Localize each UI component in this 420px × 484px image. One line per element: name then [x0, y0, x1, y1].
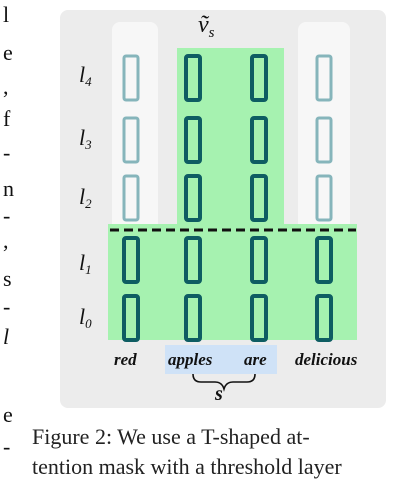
hidden-state-cell — [315, 294, 333, 342]
margin-glyph: - — [3, 140, 11, 165]
token-red: red — [114, 350, 137, 369]
margin-glyph: s — [3, 266, 12, 291]
caption-line: Figure 2: We use a T-shaped at- — [32, 424, 310, 449]
hidden-state-cell — [184, 174, 202, 222]
hidden-state-cell — [184, 236, 202, 284]
hidden-state-cell — [315, 236, 333, 284]
hidden-state-cell — [122, 174, 140, 222]
hidden-state-cell — [250, 236, 268, 284]
margin-glyph: - — [3, 203, 11, 228]
hidden-state-cell — [250, 294, 268, 342]
span-brace — [192, 373, 256, 392]
margin-glyph: - — [3, 434, 11, 459]
layer-label-3: l3 — [79, 125, 92, 152]
token-apples: apples — [168, 350, 213, 369]
span-highlight — [165, 345, 277, 374]
margin-glyph: e — [3, 40, 13, 65]
hidden-state-cell — [250, 174, 268, 222]
hidden-state-cell — [250, 116, 268, 164]
hidden-state-cell — [315, 116, 333, 164]
layer-label-4: l4 — [79, 62, 92, 89]
figure-caption: Figure 2: We use a T-shaped at- tention … — [32, 422, 420, 482]
layer-label-2: l2 — [79, 184, 92, 211]
margin-glyph: l — [3, 2, 10, 27]
span-label: s — [215, 383, 223, 405]
token-delicious: delicious — [295, 350, 358, 369]
margin-glyph: l — [3, 324, 10, 349]
token-are: are — [244, 350, 267, 369]
margin-glyph: n — [3, 176, 14, 201]
hidden-state-cell — [315, 174, 333, 222]
layer-label-0: l0 — [79, 304, 92, 331]
margin-glyph: e — [3, 402, 13, 427]
t-shaped-mask — [108, 48, 357, 340]
layer-label-1: l1 — [79, 250, 92, 277]
hidden-state-cell — [122, 54, 140, 102]
margin-glyph: - — [3, 294, 11, 319]
hidden-state-cell — [122, 116, 140, 164]
hidden-state-cell — [315, 54, 333, 102]
hidden-state-cell — [184, 54, 202, 102]
margin-glyph: f — [3, 106, 11, 131]
margin-glyph: , — [3, 74, 9, 99]
hidden-state-cell — [184, 294, 202, 342]
margin-glyph: , — [3, 228, 9, 253]
hidden-state-cell — [122, 294, 140, 342]
caption-line: tention mask with a threshold layer — [32, 454, 342, 479]
target-label: ṽs — [198, 12, 215, 41]
hidden-state-cell — [250, 54, 268, 102]
hidden-state-cell — [184, 116, 202, 164]
hidden-state-cell — [122, 236, 140, 284]
